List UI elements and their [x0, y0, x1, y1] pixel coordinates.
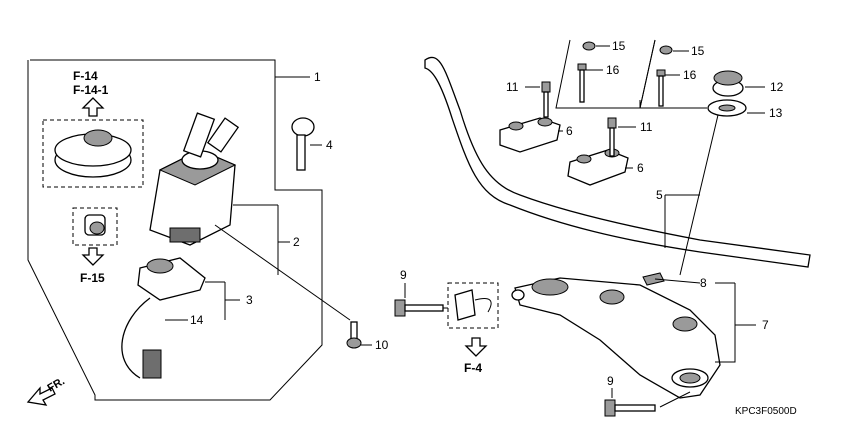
leader-line-9b-path — [659, 391, 691, 408]
washer-13-illustration — [707, 99, 747, 117]
callout-8: 8 — [700, 276, 707, 290]
callout-2: 2 — [293, 235, 300, 249]
seat-lock-illustration — [121, 257, 206, 379]
callout-9a: 9 — [400, 268, 407, 282]
ref-box-seat-lock — [72, 207, 118, 246]
callout-11a: 11 — [506, 80, 519, 94]
ref-label-f4: F-4 — [464, 361, 482, 375]
holder-upper-1-illustration — [499, 117, 561, 153]
ref-label-f14: F-14 — [73, 69, 98, 83]
callout-7: 7 — [762, 318, 769, 332]
direction-label: FR. — [46, 375, 67, 394]
callout-15a: 15 — [612, 39, 626, 53]
arrow-down-f4-icon — [464, 337, 488, 357]
callout-16a: 16 — [606, 63, 620, 77]
top-bridge-illustration — [511, 277, 721, 399]
bolt-16a-illustration — [577, 63, 587, 103]
bolt-11a-illustration — [541, 81, 551, 118]
group-frame-1 — [27, 59, 323, 401]
arrow-up-icon — [81, 97, 105, 117]
bolt-16b-illustration — [656, 69, 666, 107]
wire-clamp-illustration — [454, 289, 492, 321]
seat-lock-cap-illustration — [84, 214, 106, 236]
label-8-illustration — [642, 272, 665, 286]
handlebar-pipe-illustration — [424, 56, 811, 268]
callout-12: 12 — [770, 80, 784, 94]
sub-frame-c — [639, 39, 707, 109]
callout-5: 5 — [656, 188, 663, 202]
bolt-10-illustration — [346, 321, 362, 349]
callout-3: 3 — [246, 293, 253, 307]
arrow-down-icon — [81, 247, 105, 266]
callout-10: 10 — [375, 338, 389, 352]
sub-frame-a — [555, 39, 641, 109]
callout-15b: 15 — [691, 44, 705, 58]
cap-nut-15a-illustration — [582, 41, 596, 51]
bolt-9a-illustration — [394, 299, 444, 317]
bolt-9b-illustration — [604, 399, 656, 417]
callout-1: 1 — [314, 70, 321, 84]
ref-label-f15: F-15 — [80, 271, 105, 285]
callout-16b: 16 — [683, 68, 697, 82]
leader-line-8 — [654, 278, 701, 284]
bolt-11b-illustration — [607, 117, 617, 157]
callout-6b: 6 — [637, 161, 644, 175]
ref-box-clamp — [447, 282, 499, 329]
callout-6a: 6 — [566, 124, 573, 138]
callout-4: 4 — [326, 138, 333, 152]
callout-14: 14 — [190, 313, 204, 327]
leader-line-10-path — [214, 224, 351, 321]
callout-13: 13 — [769, 106, 783, 120]
holder-upper-2-illustration — [567, 148, 629, 186]
front-direction-arrow-icon — [26, 386, 56, 406]
cap-12-illustration — [712, 70, 744, 97]
callout-11b: 11 — [640, 120, 653, 134]
leader-line-13-drop — [679, 114, 719, 276]
callout-9b: 9 — [607, 374, 614, 388]
cap-nut-15b-illustration — [659, 45, 673, 55]
drawing-code: KPC3F0500D — [735, 406, 797, 417]
ref-box-fuel-cap — [42, 119, 144, 188]
ref-label-f14-1: F-14-1 — [73, 83, 109, 97]
key-illustration — [291, 117, 315, 171]
fuel-cap-illustration — [54, 129, 132, 178]
ignition-switch-illustration — [149, 112, 240, 246]
leader-line-7a — [715, 283, 736, 363]
